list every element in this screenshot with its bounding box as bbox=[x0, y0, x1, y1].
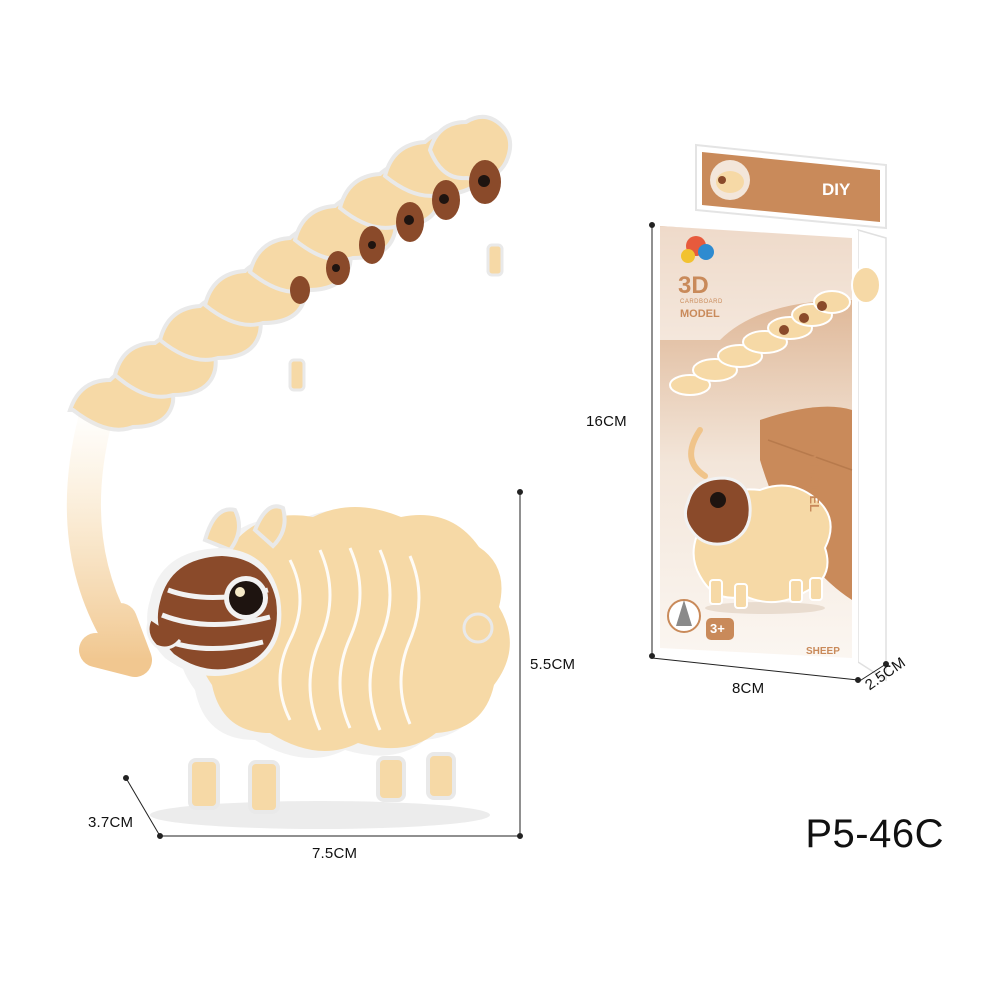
box-subtitle-line2: MODEL bbox=[680, 308, 720, 320]
assembled-sheep bbox=[146, 504, 510, 829]
box-top-label: DIY bbox=[822, 180, 851, 199]
exploded-pieces bbox=[67, 114, 513, 432]
box-width-label: 8CM bbox=[732, 680, 765, 697]
assembly-arrow bbox=[66, 403, 152, 677]
model-width-label: 7.5CM bbox=[312, 845, 358, 862]
product-code: P5-46C bbox=[805, 812, 944, 856]
box-title-3d: 3D bbox=[678, 272, 709, 299]
model-height-label: 5.5CM bbox=[530, 656, 576, 673]
box-subtitle-line1: CARDBOARD bbox=[680, 299, 723, 305]
animal-name: SHEEP bbox=[806, 646, 840, 657]
box-height-label: 16CM bbox=[586, 413, 627, 430]
model-dimension-lines bbox=[123, 489, 523, 839]
box-dimension-lines bbox=[649, 222, 889, 683]
box-side-label: DIY MODEL bbox=[807, 440, 822, 512]
age-badge: 3+ bbox=[710, 621, 725, 636]
model-depth-label: 3.7CM bbox=[88, 814, 134, 831]
packaging-box bbox=[652, 143, 887, 682]
